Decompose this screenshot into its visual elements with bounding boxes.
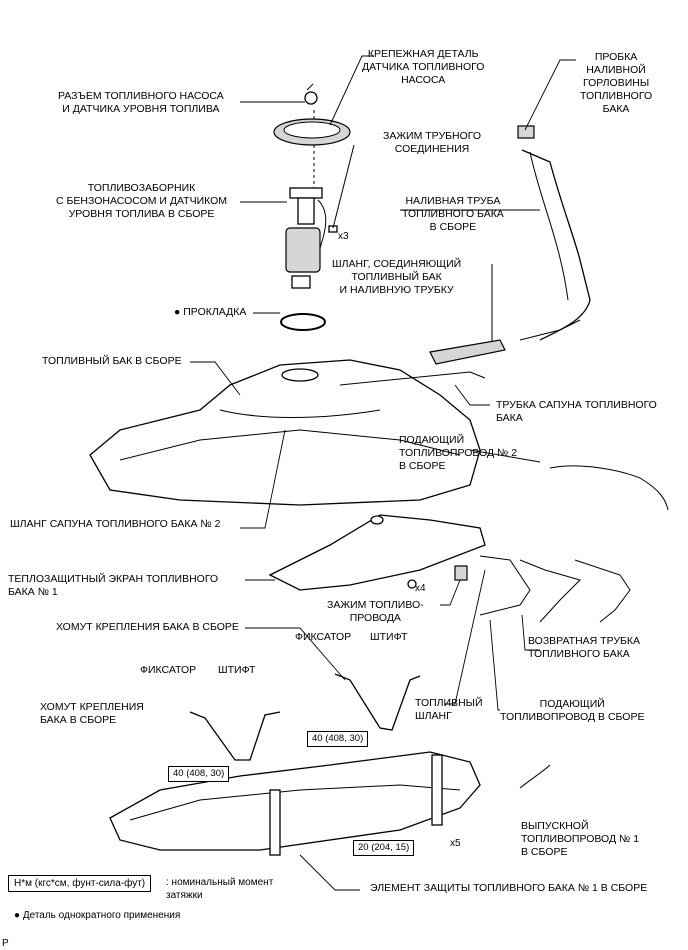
filler-cap-part — [517, 125, 535, 139]
label-band-assy-left: ХОМУТ КРЕПЛЕНИЯ БАКА В СБОРЕ — [40, 701, 144, 726]
fuel-suction-assembly — [285, 187, 327, 289]
feed-pipe-part — [479, 555, 631, 623]
label-pin-1: ШТИФТ — [218, 664, 256, 676]
label-retainer-1: ФИКСАТОР — [140, 664, 197, 676]
label-breather-hose-2: ШЛАНГ САПУНА ТОПЛИВНОГО БАКА № 2 — [10, 518, 221, 530]
gasket-ring — [280, 313, 326, 331]
label-gasket: ● ПРОКЛАДКА — [174, 306, 247, 318]
pump-bracket-ring — [273, 118, 351, 146]
label-outlet-pipe-1: ВЫПУСКНОЙ ТОПЛИВОПРОВОД № 1 В СБОРЕ — [521, 820, 640, 858]
label-pump-bracket: КРЕПЕЖНАЯ ДЕТАЛЬ ДАТЧИКА ТОПЛИВНОГО НАСО… — [362, 48, 485, 86]
label-fuel-hose: ТОПЛИВНЫЙ ШЛАНГ — [415, 697, 483, 722]
legend-unit-box: Н*м (кгс*см, фунт-сила-фут) — [8, 875, 152, 892]
qty-bolt-x5: x5 — [450, 838, 461, 849]
label-filler-hose: ШЛАНГ, СОЕДИНЯЮЩИЙ ТОПЛИВНЫЙ БАК И НАЛИВ… — [332, 258, 462, 296]
outlet-pipe-1-part — [519, 764, 551, 789]
torque-middle: 40 (408, 30) — [307, 731, 369, 747]
filler-pipe-part — [519, 149, 591, 341]
breather-tube-part — [339, 371, 486, 386]
qty-clamp-x4: x4 — [415, 583, 426, 594]
label-heat-shield: ТЕПЛОЗАЩИТНЫЙ ЭКРАН ТОПЛИВНОГО БАКА № 1 — [8, 573, 219, 598]
torque-left: 40 (408, 30) — [168, 766, 230, 782]
heat-shield-part — [268, 514, 486, 591]
return-tube-part — [519, 559, 581, 623]
qty-clamp-x3: x3 — [338, 231, 349, 242]
label-filler-pipe: НАЛИВНАЯ ТРУБА ТОПЛИВНОГО БАКА В СБОРЕ — [402, 195, 504, 233]
label-protector-1: ЭЛЕМЕНТ ЗАЩИТЫ ТОПЛИВНОГО БАКА № 1 В СБО… — [370, 882, 648, 894]
fuel-tank-body — [89, 359, 481, 506]
label-pin-2: ШТИФТ — [370, 631, 408, 643]
label-return-tube: ВОЗВРАТНАЯ ТРУБКА ТОПЛИВНОГО БАКА — [528, 635, 641, 660]
label-tube-clamp: ЗАЖИМ ТРУБНОГО СОЕДИНЕНИЯ — [383, 130, 482, 155]
label-suction-assy: ТОПЛИВОЗАБОРНИК С БЕНЗОНАСОСОМ И ДАТЧИКО… — [56, 182, 228, 220]
label-filler-cap: ПРОБКА НАЛИВНОЙ ГОРЛОВИНЫ ТОПЛИВНОГО БАК… — [580, 51, 653, 115]
label-pump-connector: РАЗЪЕМ ТОПЛИВНОГО НАСОСА И ДАТЧИКА УРОВН… — [58, 90, 224, 115]
figure-code: P — [2, 938, 9, 949]
label-fuel-clamp: ЗАЖИМ ТОПЛИВО- ПРОВОДА — [327, 599, 424, 624]
legend-unit-desc: : номинальный момент затяжки — [166, 877, 274, 901]
label-band-assy-top: ХОМУТ КРЕПЛЕНИЯ БАКА В СБОРЕ — [56, 621, 239, 633]
torque-bottom: 20 (204, 15) — [353, 840, 415, 856]
label-breather-tube: ТРУБКА САПУНА ТОПЛИВНОГО БАКА — [496, 399, 657, 424]
label-feed-pipe-2: ПОДАЮЩИЙ ТОПЛИВОПРОВОД № 2 В СБОРЕ — [399, 434, 518, 472]
filler-hose-part — [429, 339, 506, 365]
legend-one-time: ● Деталь однократного применения — [14, 910, 181, 921]
feed-pipe-2-part — [549, 465, 669, 511]
label-feed-pipe: ПОДАЮЩИЙ ТОПЛИВОПРОВОД В СБОРЕ — [500, 698, 645, 723]
label-retainer-2: ФИКСАТОР — [295, 631, 352, 643]
tank-protector-part — [109, 751, 481, 856]
tank-band-left — [189, 711, 281, 761]
label-tank-assy: ТОПЛИВНЫЙ БАК В СБОРЕ — [42, 355, 182, 367]
pump-connector-part — [304, 83, 318, 105]
tank-band-middle — [334, 673, 421, 731]
